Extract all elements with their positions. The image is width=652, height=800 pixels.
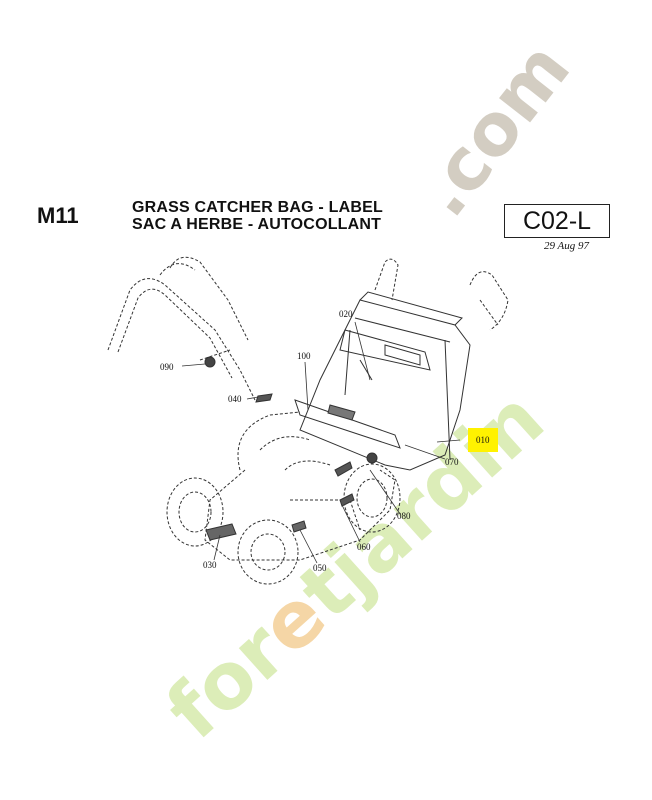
callout-080: 080 <box>397 511 411 521</box>
title-french: SAC A HERBE - AUTOCOLLANT <box>132 216 382 233</box>
callout-050: 050 <box>313 563 327 573</box>
page-title: GRASS CATCHER BAG - LABEL SAC A HERBE - … <box>132 199 383 233</box>
callout-010: 010 <box>468 428 498 452</box>
revision-date: 29 Aug 97 <box>544 240 590 252</box>
callout-070: 070 <box>445 457 459 467</box>
title-english: GRASS CATCHER BAG - LABEL <box>132 199 383 216</box>
mower-deck <box>204 411 396 561</box>
callout-100: 100 <box>297 351 311 361</box>
wheels <box>166 463 401 585</box>
model-number: M11 <box>37 203 79 228</box>
leader-lines <box>181 321 461 564</box>
callout-040: 040 <box>228 394 242 404</box>
handle-right <box>374 258 509 331</box>
handle-assembly <box>107 256 256 401</box>
section-code-box: C02-L <box>504 204 610 238</box>
callout-090: 090 <box>160 362 174 372</box>
grass-catcher-bag <box>294 291 471 471</box>
callout-060: 060 <box>357 542 371 552</box>
callout-030: 030 <box>203 560 217 570</box>
callout-020: 020 <box>339 309 353 319</box>
decal-parts <box>204 356 378 541</box>
